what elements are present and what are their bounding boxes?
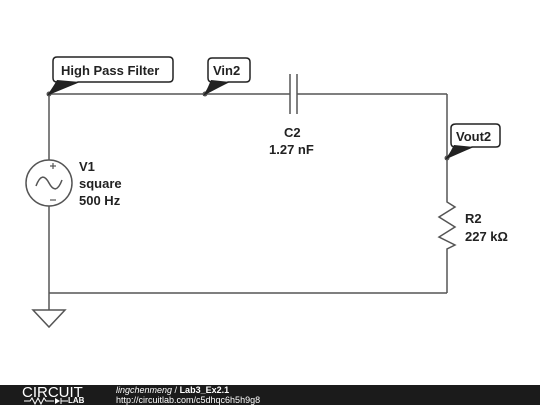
wires [48,93,448,310]
footer-author[interactable]: lingchenmeng [116,385,173,395]
c2-name-label: C2 [284,125,301,140]
net-tag-vout2: Vout2 [444,123,501,160]
net-tag-high-pass-filter-label: High Pass Filter [61,63,159,78]
capacitor-c2-symbol [289,74,298,114]
r2-value-label: 227 kΩ [465,229,508,244]
circuitlab-logo-text: CIRCUIT [22,384,83,401]
circuitlab-logo-lab: LAB [68,396,85,405]
net-tag-vout2-label: Vout2 [456,129,491,144]
net-tag-vin2-label: Vin2 [213,63,240,78]
ground-icon [31,309,67,329]
footer-url-link[interactable]: http://circuitlab.com/c5dhqc6h5h9g8 [116,395,261,405]
v1-name-label: V1 [79,159,95,174]
footer-separator: / [172,385,180,395]
net-tag-vin2: Vin2 [203,57,251,96]
v1-freq-label: 500 Hz [79,193,121,208]
v1-wave-label: square [79,176,122,191]
r2-name-label: R2 [465,211,482,226]
circuit-schematic: High Pass Filter Vin2 Vout2 V1 square 50… [25,56,508,329]
circuitlab-logo-wire-icon [24,397,68,405]
net-tag-high-pass-filter: High Pass Filter [47,56,174,96]
c2-value-label: 1.27 nF [269,142,314,157]
footer-circuit-title[interactable]: Lab3_Ex2.1 [179,385,230,395]
footer-author-title: lingchenmeng / Lab3_Ex2.1 [116,385,229,395]
resistor-r2-symbol [437,197,457,253]
footer-bar: CIRCUIT LAB lingchenmeng / Lab3_Ex2.1 ht… [0,385,540,405]
voltage-source-v1-symbol [25,159,73,207]
